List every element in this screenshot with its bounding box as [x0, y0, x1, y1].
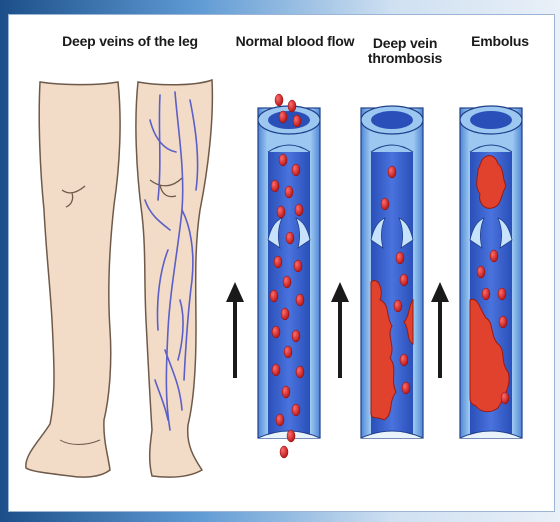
up-arrow-icon: [431, 282, 449, 378]
up-arrow-icon: [226, 282, 244, 378]
vessel-embolus: [460, 106, 522, 438]
left-leg: [26, 82, 120, 477]
vessel-normal: [258, 94, 320, 458]
up-arrow-icon: [331, 282, 349, 378]
right-leg: [136, 80, 212, 477]
vessel-dvt: [361, 106, 423, 438]
